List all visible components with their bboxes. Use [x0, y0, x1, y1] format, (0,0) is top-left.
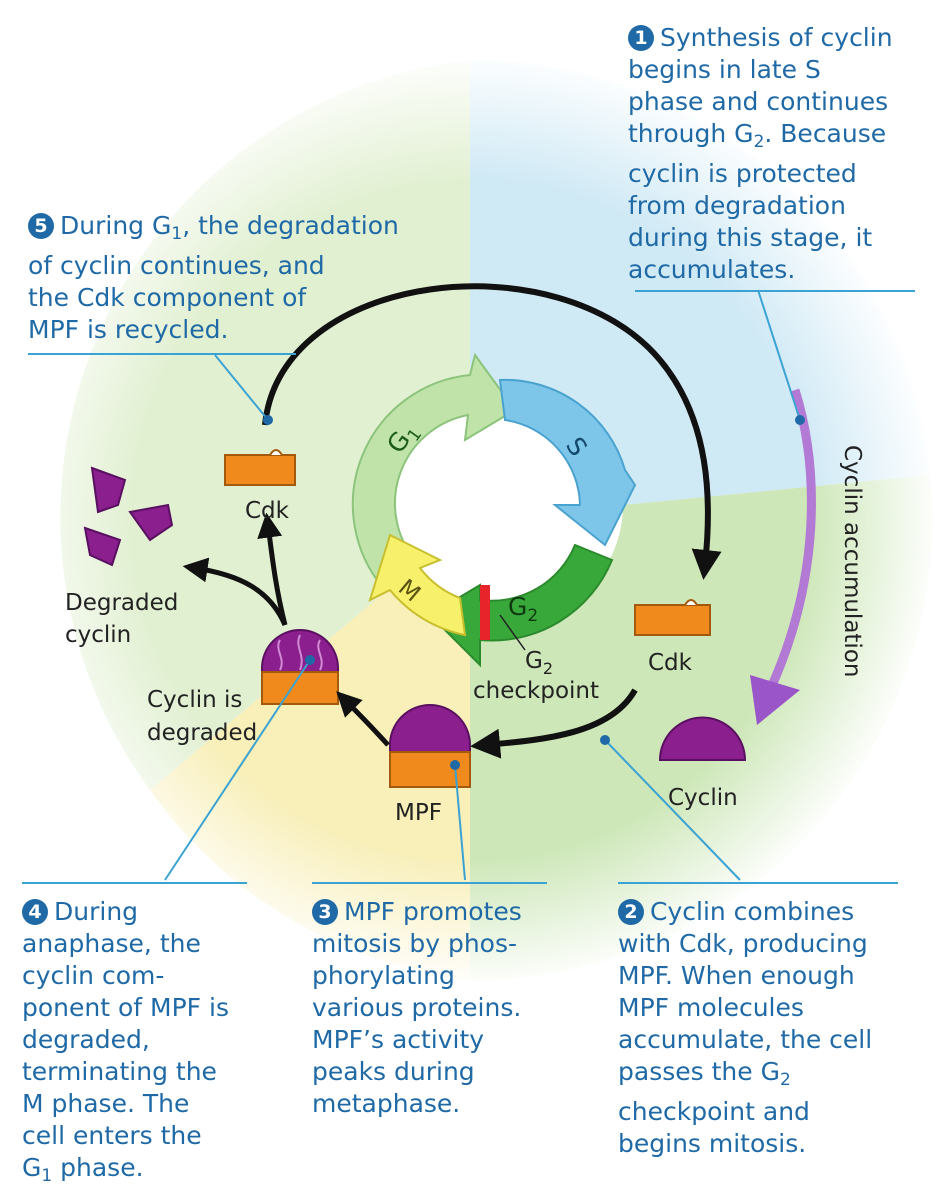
callout-1-rule	[635, 290, 915, 292]
callout-5-rule	[28, 353, 296, 355]
callout-2-line-8: begins mitosis.	[618, 1129, 807, 1158]
callout-4-badge: 4	[22, 899, 48, 925]
label-mpf: MPF	[395, 800, 442, 826]
label-g2: G2	[508, 592, 538, 626]
callout-1-line-5: cyclin is protected	[628, 159, 857, 188]
callout-1-line-4: through G2. Because	[628, 119, 887, 152]
mpf-to-degraded-arrow	[336, 691, 390, 747]
label-cyclin-degraded-2: degraded	[147, 720, 257, 746]
callout-4-line-8: cell enters the	[22, 1121, 202, 1150]
degraded-cyclin-fragments	[83, 466, 174, 567]
callout-2-line-7: checkpoint and	[618, 1097, 810, 1126]
callout-4-line-7: M phase. The	[22, 1089, 190, 1118]
callout-3-line-7: metaphase.	[312, 1089, 461, 1118]
callout-4-rule	[22, 882, 247, 884]
label-cdk-top: Cdk	[245, 498, 290, 524]
callout-2-badge: 2	[618, 899, 644, 925]
callout-5-line-4: MPF is recycled.	[28, 315, 229, 344]
callout-3-line-2: mitosis by phos-	[312, 929, 518, 958]
callout-4-line-6: terminating the	[22, 1057, 217, 1086]
callout-1-line-7: during this stage, it	[628, 223, 873, 252]
callout-3-line-3: phorylating	[312, 961, 455, 990]
callout-4-line-4: ponent of MPF is	[22, 993, 229, 1022]
callout-3-rule	[312, 882, 547, 884]
degrading-complex-shape	[261, 629, 339, 705]
callout-1-line-6: from degradation	[628, 191, 846, 220]
label-cyclin: Cyclin	[668, 785, 738, 811]
callout-2-rule	[618, 882, 898, 884]
callout-1-line-3: phase and continues	[628, 87, 889, 116]
mpf-shape	[389, 704, 471, 788]
cdk-to-mpf-arrow	[470, 688, 638, 759]
to-degraded-cyclin-arrow	[182, 557, 288, 627]
callout-1-line-1: Synthesis of cyclin	[660, 23, 893, 52]
cdk-top-shape	[224, 449, 296, 486]
g1-phase-arrow	[351, 352, 517, 592]
callout-4-line-3: cyclin com-	[22, 961, 165, 990]
label-cyclin-degraded-1: Cyclin is	[147, 687, 242, 713]
callout-5-badge: 5	[28, 213, 54, 239]
callout-2-line-4: MPF molecules	[618, 993, 804, 1022]
callout-1-line-2: begins in late S	[628, 55, 821, 84]
label-cyclin-accumulation: Cyclin accumulation	[839, 445, 865, 677]
callout-5-line-3: the Cdk component of	[28, 283, 307, 312]
cell-cycle-ring	[351, 352, 637, 668]
callout-4-line-5: degraded,	[22, 1025, 150, 1054]
label-degraded-cyclin-1: Degraded	[65, 590, 178, 616]
callout-2-line-2: with Cdk, producing	[618, 929, 868, 958]
callout-5-line-2: of cyclin continues, and	[28, 251, 325, 280]
callout-2-line-5: accumulate, the cell	[618, 1025, 873, 1054]
leader-lines	[164, 289, 801, 881]
m-phase-arrow	[368, 533, 467, 637]
callout-1-badge: 1	[628, 25, 654, 51]
callout-3-line-5: MPF’s activity	[312, 1025, 485, 1054]
cdk-right-shape	[634, 599, 711, 636]
g2-checkpoint-bar	[480, 585, 490, 640]
callout-1-line-8: accumulates.	[628, 255, 796, 284]
label-g2-checkpoint-1: G2	[525, 648, 553, 678]
callout-2-line-3: MPF. When enough	[618, 961, 855, 990]
label-cdk-right: Cdk	[648, 650, 693, 676]
to-cdk-top-arrow	[257, 512, 288, 626]
recycle-arrow	[262, 283, 722, 580]
callout-4-line-9: G1 phase.	[22, 1153, 144, 1186]
g2-phase-arrow	[428, 543, 614, 668]
callout-3-badge: 3	[312, 899, 338, 925]
callout-3-line-4: various proteins.	[312, 993, 522, 1022]
cyclin-shape	[658, 716, 747, 761]
callout-3-line-6: peaks during	[312, 1057, 475, 1086]
s-phase-arrow	[498, 378, 637, 547]
callout-4-line-2: anaphase, the	[22, 929, 201, 958]
label-degraded-cyclin-2: cyclin	[65, 622, 131, 648]
callout-2-line-6: passes the G2	[618, 1057, 791, 1090]
label-g2-checkpoint-2: checkpoint	[473, 678, 599, 704]
